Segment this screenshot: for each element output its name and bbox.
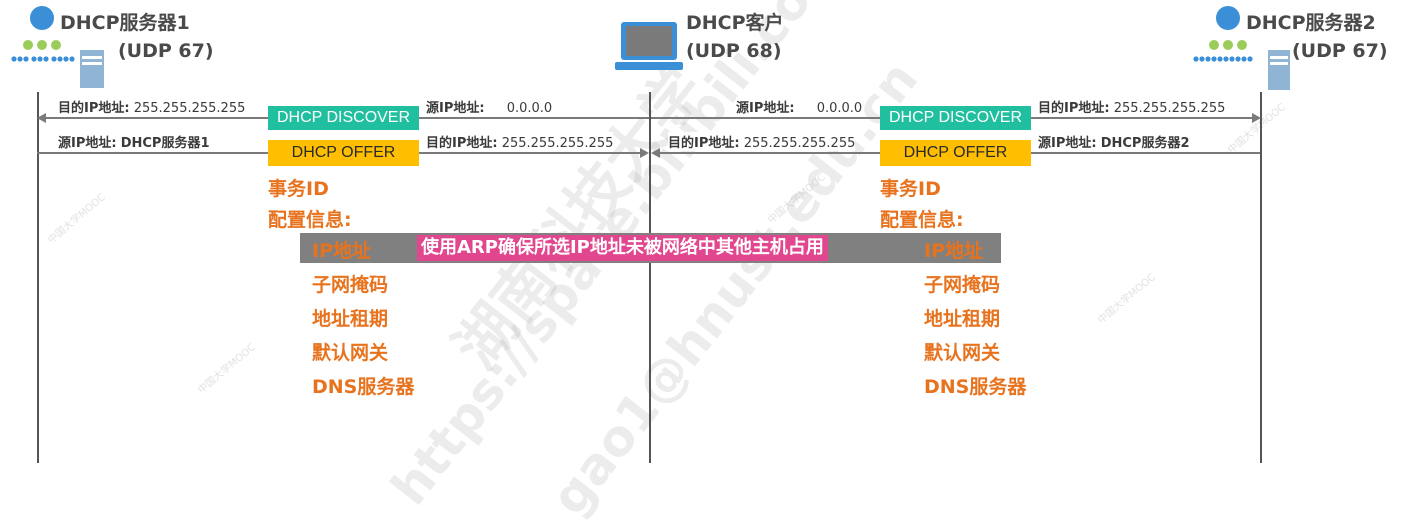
discover-arrowhead-left <box>37 113 46 123</box>
watermark-small-2: 中国大学MOOC <box>196 341 258 397</box>
left-client-src-label: 源IP地址: 0.0.0.0 <box>426 97 553 116</box>
right-offer-box: DHCP OFFER <box>880 140 1031 166</box>
right-transaction-id: 事务ID <box>880 178 941 200</box>
left-dst-ip-key: 目的IP地址: <box>58 101 130 116</box>
right-src-ip-key: 源IP地址: <box>1038 136 1097 151</box>
server1-title: DHCP服务器1 <box>60 12 190 34</box>
left-discover-box: DHCP DISCOVER <box>268 106 419 130</box>
server1-icon-group <box>8 4 108 90</box>
server1-lifeline <box>37 92 39 463</box>
server-network-icon <box>11 6 104 88</box>
left-gateway: 默认网关 <box>312 342 389 364</box>
right-client-src-key: 源IP地址: <box>736 101 795 116</box>
arp-banner: 使用ARP确保所选IP地址未被网络中其他主机占用 <box>417 235 828 261</box>
offer-arrowhead-left <box>640 148 649 158</box>
left-offer-box: DHCP OFFER <box>268 140 419 166</box>
left-lease: 地址租期 <box>312 308 389 330</box>
server2-port: (UDP 67) <box>1292 40 1388 62</box>
discover-arrowhead-right <box>1252 113 1261 123</box>
left-client-src-key: 源IP地址: <box>426 101 485 116</box>
client-port: (UDP 68) <box>686 40 782 62</box>
watermark-small-1: 中国大学MOOC <box>46 191 108 247</box>
left-src-ip-label: 源IP地址: DHCP服务器1 <box>58 132 212 151</box>
left-client-src-value: 0.0.0.0 <box>506 101 553 116</box>
right-gateway: 默认网关 <box>924 342 1001 364</box>
left-ip-address: IP地址 <box>312 240 371 262</box>
left-src-ip-value: DHCP服务器1 <box>120 136 210 151</box>
left-config-info: 配置信息: <box>268 209 352 231</box>
right-client-dst-label: 目的IP地址: 255.255.255.255 <box>668 132 856 151</box>
right-client-src-value: 0.0.0.0 <box>816 101 863 116</box>
offer-arrowhead-right <box>651 148 660 158</box>
left-dns: DNS服务器 <box>312 376 415 398</box>
right-client-src-label: 源IP地址: 0.0.0.0 <box>736 97 863 116</box>
right-client-dst-value: 255.255.255.255 <box>743 136 856 151</box>
right-src-ip-value: DHCP服务器2 <box>1100 136 1190 151</box>
left-dst-ip-value: 255.255.255.255 <box>133 101 246 116</box>
server2-lifeline <box>1260 92 1262 463</box>
right-discover-box: DHCP DISCOVER <box>880 106 1031 130</box>
right-subnet-mask: 子网掩码 <box>924 274 1001 296</box>
right-dst-ip-key: 目的IP地址: <box>1038 101 1110 116</box>
server1-port: (UDP 67) <box>118 40 214 62</box>
watermark-small-4: 中国大学MOOC <box>1096 271 1158 327</box>
left-client-dst-label: 目的IP地址: 255.255.255.255 <box>426 132 614 151</box>
left-client-dst-value: 255.255.255.255 <box>501 136 614 151</box>
right-config-info: 配置信息: <box>880 209 964 231</box>
right-dns: DNS服务器 <box>924 376 1027 398</box>
client-title: DHCP客户 <box>686 12 784 34</box>
laptop-icon <box>615 22 683 70</box>
right-ip-address: IP地址 <box>924 240 983 262</box>
left-src-ip-key: 源IP地址: <box>58 136 117 151</box>
right-dst-ip-value: 255.255.255.255 <box>1113 101 1226 116</box>
right-src-ip-label: 源IP地址: DHCP服务器2 <box>1038 132 1190 151</box>
right-dst-ip-label: 目的IP地址: 255.255.255.255 <box>1038 97 1226 116</box>
left-transaction-id: 事务ID <box>268 178 329 200</box>
server2-icon-group <box>1192 4 1292 90</box>
left-subnet-mask: 子网掩码 <box>312 274 389 296</box>
right-client-dst-key: 目的IP地址: <box>668 136 740 151</box>
client-lifeline <box>649 92 651 463</box>
client-icon-group <box>615 20 683 74</box>
right-lease: 地址租期 <box>924 308 1001 330</box>
watermark-small-5: 中国大学MOOC <box>1226 101 1288 157</box>
left-dst-ip-label: 目的IP地址: 255.255.255.255 <box>58 97 248 116</box>
server2-title: DHCP服务器2 <box>1246 12 1376 34</box>
server-network-icon <box>1193 6 1290 90</box>
left-client-dst-key: 目的IP地址: <box>426 136 498 151</box>
